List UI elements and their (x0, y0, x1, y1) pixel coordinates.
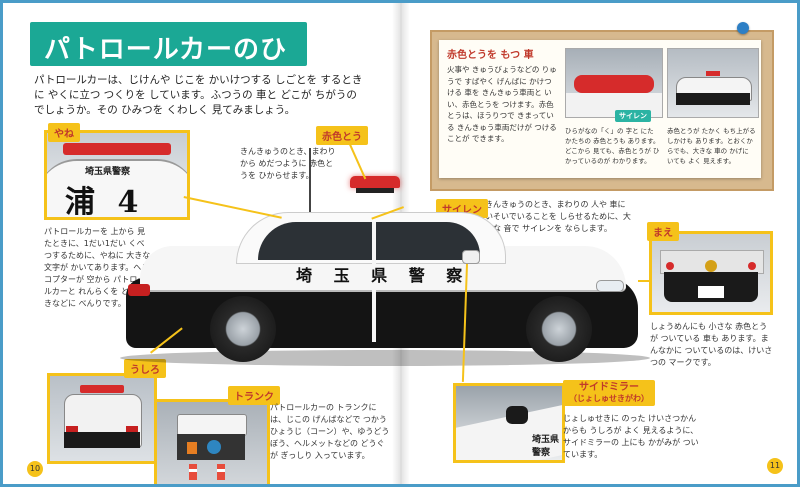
front-connector (638, 280, 652, 282)
note-heading: 赤色とうを もつ 車 (447, 50, 534, 61)
redlight-label: 赤色とう (316, 126, 368, 145)
roof-label: やね (48, 123, 80, 142)
page-title: パトロールカーのひみつ (44, 35, 288, 102)
siren-label: サイレン (436, 199, 488, 218)
mirror-text: じょしゅせきに のった けいさつかんからも うしろが よく 見えるように、サイド… (563, 414, 699, 459)
redlight-text: きんきゅうのとき、まわりから めだつように 赤色とうを ひからせます。 (240, 147, 336, 180)
roof-small-text: 埼玉県警察 (85, 167, 131, 177)
page-title-bar: パトロールカーのひみつ (30, 22, 307, 102)
roof-number: 浦 4 (65, 185, 145, 220)
note-card: 赤色とうを もつ 車 火事や きゅうびょうなどの りゅうで すばやく げんばに … (439, 40, 761, 178)
mirror-door-text: 埼玉県警察 (532, 435, 560, 458)
note-caption-tag: サイレン (615, 110, 651, 122)
note-left-text: 火事や きゅうびょうなどの りゅうで すばやく げんばに かけつける 車を きん… (447, 65, 557, 143)
roof-text: パトロールカーを 上から 見たときに、1だい1だい くべつするために、やねに 大… (44, 227, 151, 308)
left-page: パトロールカーのひみつ パトロールカーは、じけんや じこを かいけつする しごと… (3, 3, 401, 484)
front-text: しょうめんにも 小さな 赤色とうが ついている 車も あります。まんなかに つい… (650, 322, 773, 367)
trunk-label: トランク (228, 386, 280, 405)
pushpin-icon (737, 22, 749, 34)
note-right-text: 赤色とうが たかく もち上がる しかけも あります。とおくからでも、大きな 車の… (667, 127, 756, 165)
note-photo-light (565, 48, 663, 118)
trunk-photo (154, 399, 270, 484)
mirror-label-main: サイドミラー (579, 382, 639, 393)
note-photo-car (667, 48, 759, 118)
siren-text: きんきゅうのとき、まわりの 人や 車に いそいでいることを しらせるために、大き… (485, 200, 631, 233)
note-caption: ひらがなの「く」の 字と にた かたちの 赤色とうも あります。どこから 見ても… (565, 127, 660, 165)
roof-photo: 埼玉県警察 浦 4 (44, 130, 190, 220)
corkboard: 赤色とうを もつ 車 火事や きゅうびょうなどの りゅうで すばやく げんばに … (430, 30, 774, 191)
mirror-photo: 埼玉県警察 (453, 383, 565, 463)
mirror-label-reading: （じょしゅせきがわ） (569, 394, 649, 403)
rear-photo (47, 373, 157, 464)
mirror-label: サイドミラー （じょしゅせきがわ） (563, 380, 655, 406)
book-gutter (392, 3, 410, 484)
trunk-text: パトロールカーの トランクには、じこの げんばなどで つかう ひょうじ（コーン）… (270, 403, 390, 460)
rear-label: うしろ (124, 359, 166, 378)
intro-text: パトロールカーは、じけんや じこを かいけつする しごとを するときに やくに立… (34, 74, 363, 116)
front-photo (649, 231, 773, 315)
page-number-left: 10 (27, 461, 43, 477)
front-label: まえ (647, 222, 679, 241)
page-number-right: 11 (767, 458, 783, 474)
